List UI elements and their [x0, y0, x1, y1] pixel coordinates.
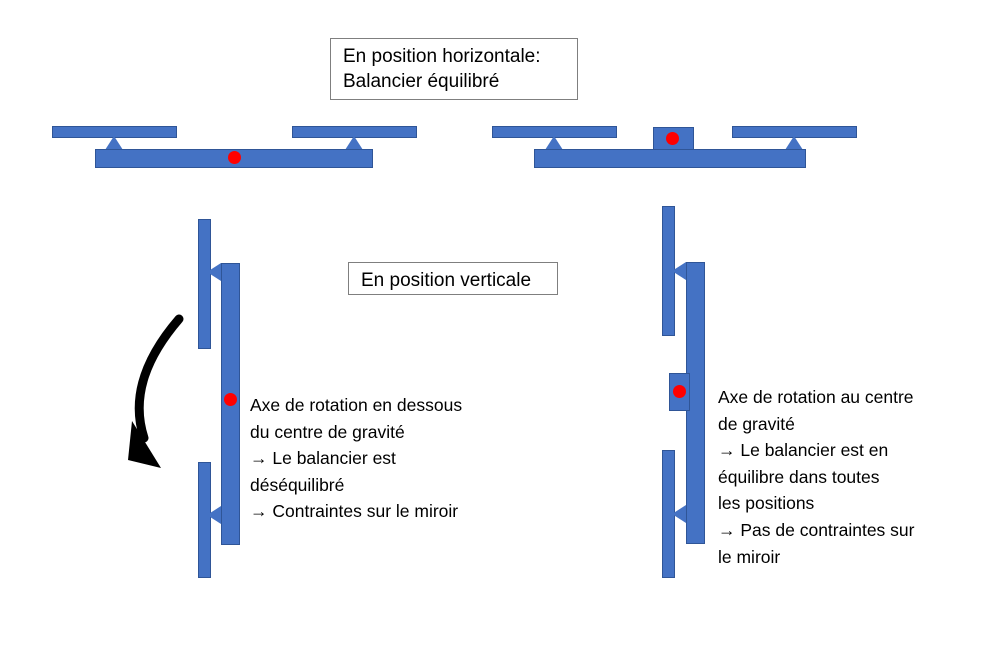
- title-horizontal-callout: En position horizontale: Balancier équil…: [330, 38, 578, 100]
- triangle-up-pivot-icon: [785, 136, 803, 150]
- center-of-gravity-dot-icon: [666, 132, 679, 145]
- caption-right-balanced: Axe de rotation au centre de gravité → L…: [718, 387, 915, 567]
- caption-left-unbalanced: Axe de rotation en dessous du centre de …: [250, 395, 463, 522]
- triangle-left-pivot-icon: [672, 262, 686, 280]
- balance-beam: [534, 149, 806, 168]
- triangle-up-pivot-icon: [345, 136, 363, 150]
- center-of-gravity-dot-icon: [673, 385, 686, 398]
- triangle-up-pivot-icon: [545, 136, 563, 150]
- triangle-left-pivot-icon: [672, 505, 686, 523]
- title-vertical-callout: En position verticale: [348, 262, 558, 295]
- triangle-up-pivot-icon: [105, 136, 123, 150]
- triangle-left-pivot-icon: [207, 506, 221, 524]
- center-of-gravity-dot-icon: [228, 151, 241, 164]
- curved-rotation-arrow-icon: [128, 314, 184, 468]
- center-of-gravity-dot-icon: [224, 393, 237, 406]
- mirror-segment-top: [198, 219, 211, 349]
- triangle-left-pivot-icon: [207, 263, 221, 281]
